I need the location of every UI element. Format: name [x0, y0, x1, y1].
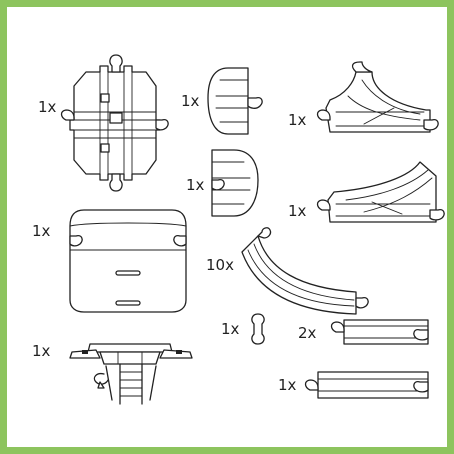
quantity-label: 2x — [298, 324, 317, 342]
crossing-piece: 1x — [38, 54, 169, 192]
bridge-ramp-piece: 1x — [32, 209, 187, 313]
curved-end-piece-bottom: 1x — [186, 149, 259, 217]
platform-station: 1x — [32, 342, 193, 405]
quantity-label: 1x — [181, 92, 200, 110]
curved-track: 10x — [206, 227, 369, 315]
quantity-label: 1x — [221, 320, 240, 338]
quantity-label: 1x — [288, 202, 307, 220]
connector-peg: 1x — [221, 313, 265, 345]
quantity-label: 1x — [288, 111, 307, 129]
quantity-label: 1x — [32, 342, 51, 360]
short-straight-track: 2x — [298, 319, 429, 345]
long-straight-track: 1x — [278, 371, 429, 399]
curved-end-piece-top: 1x — [181, 67, 263, 135]
quantity-label: 1x — [278, 376, 297, 394]
quantity-label: 10x — [206, 256, 234, 274]
switch-track-left: 1x — [288, 61, 439, 133]
quantity-label: 1x — [38, 98, 57, 116]
quantity-label: 1x — [32, 222, 51, 240]
switch-track-right: 1x — [288, 161, 445, 223]
quantity-label: 1x — [186, 176, 205, 194]
